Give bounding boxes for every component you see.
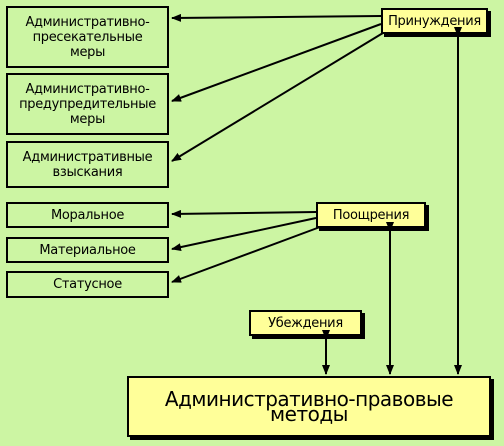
arrow-coercion-to-stop [171,13,382,22]
box-admin-legal-methods: Административно-правовые методы [127,376,491,437]
box-admin-preventive: Административно- предупредительные меры [6,73,169,135]
arrow-encouragement-to-moral [171,209,317,218]
box-moral: Моральное [6,202,169,228]
box-status: Статусное [6,271,169,298]
arrow-coercion-to-penalties [171,32,384,162]
box-admin-penalties: Административные взыскания [6,141,169,188]
arrow-encouragement-to-material [171,217,317,252]
box-persuasion: Убеждения [249,310,362,336]
arrow-encouragement-to-status [171,226,321,283]
box-encouragement: Поощрения [316,202,426,228]
box-coercion: Принуждения [381,8,488,34]
box-material: Материальное [6,237,169,263]
arrow-coercion-to-preventive [171,23,382,102]
box-admin-preventive-stop: Административно- пресекательные меры [6,6,169,68]
